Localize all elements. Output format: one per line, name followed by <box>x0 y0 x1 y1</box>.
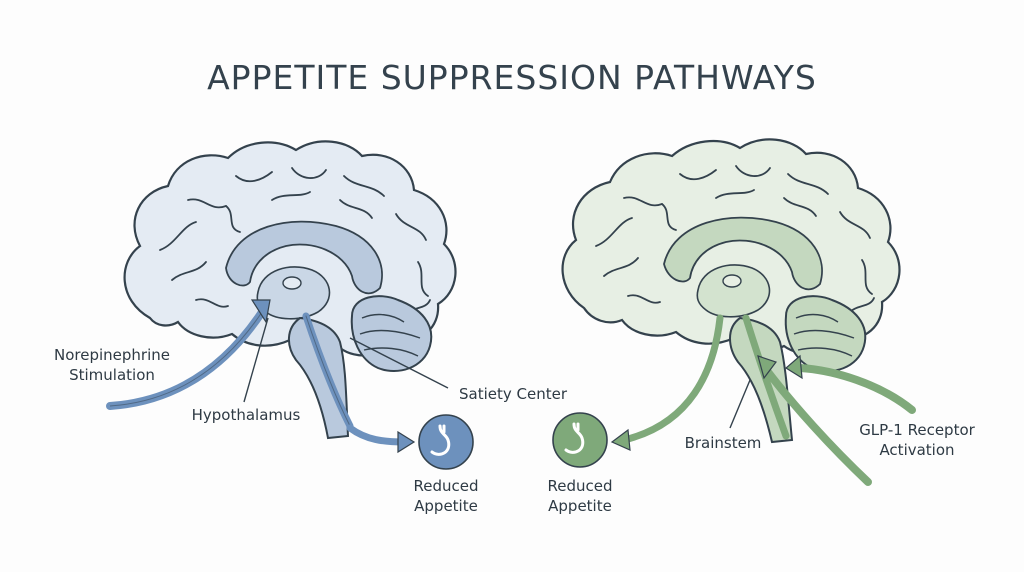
right-reduced-appetite-label: Reduced Appetite <box>530 476 630 516</box>
brainstem-label: Brainstem <box>684 434 762 452</box>
left-output-arrow <box>346 424 408 446</box>
right-cerebellum-folds <box>793 313 855 357</box>
left-output-arrowhead <box>397 430 416 454</box>
left-brainstem <box>288 316 350 440</box>
satiety-leader <box>349 337 449 389</box>
satiety-center-label: Satiety Center <box>458 385 567 403</box>
left-reduced-appetite-label: Reduced Appetite <box>396 476 496 516</box>
left-corpus-callosum <box>225 220 383 295</box>
right-output-arrowhead <box>610 428 631 451</box>
diagram-title: APPETITE SUPPRESSION PATHWAYS <box>207 58 817 97</box>
norepinephrine-label-line1: Norepinephrine <box>54 346 170 364</box>
right-input-arrow-upper <box>796 364 916 414</box>
left-input-arrowhead <box>250 299 271 324</box>
left-gyri <box>159 167 431 317</box>
glp1-label-line1: GLP-1 Receptor <box>859 421 975 439</box>
glp1-label-line2: Activation <box>879 441 955 459</box>
hypothalamus-leader <box>243 317 269 403</box>
glp1-label: GLP-1 Receptor Activation <box>842 420 992 460</box>
left-stomach-icon <box>418 414 474 470</box>
right-corpus-callosum <box>663 216 823 291</box>
norepinephrine-label-line2: Stimulation <box>69 366 155 384</box>
right-stomach-icon <box>552 412 608 468</box>
right-input-arrowhead-upper <box>784 354 803 380</box>
left-nucleus <box>282 276 302 290</box>
right-reduced-appetite-line1: Reduced <box>547 477 613 495</box>
right-output-arrow <box>620 314 724 444</box>
right-reduced-appetite-line2: Appetite <box>548 497 612 515</box>
left-reduced-appetite-line1: Reduced <box>413 477 479 495</box>
right-brain <box>561 138 901 444</box>
right-thalamus-region <box>696 264 771 318</box>
right-input-arrow-lower <box>764 368 872 486</box>
hypothalamus-label: Hypothalamus <box>191 406 301 424</box>
left-reduced-appetite-line2: Appetite <box>414 497 478 515</box>
left-cerebellum-folds <box>359 313 421 357</box>
brainstem-leader <box>729 379 751 429</box>
right-input-arrowhead-lower <box>757 355 777 380</box>
norepinephrine-label: Norepinephrine Stimulation <box>42 345 182 385</box>
right-nucleus <box>722 274 742 288</box>
